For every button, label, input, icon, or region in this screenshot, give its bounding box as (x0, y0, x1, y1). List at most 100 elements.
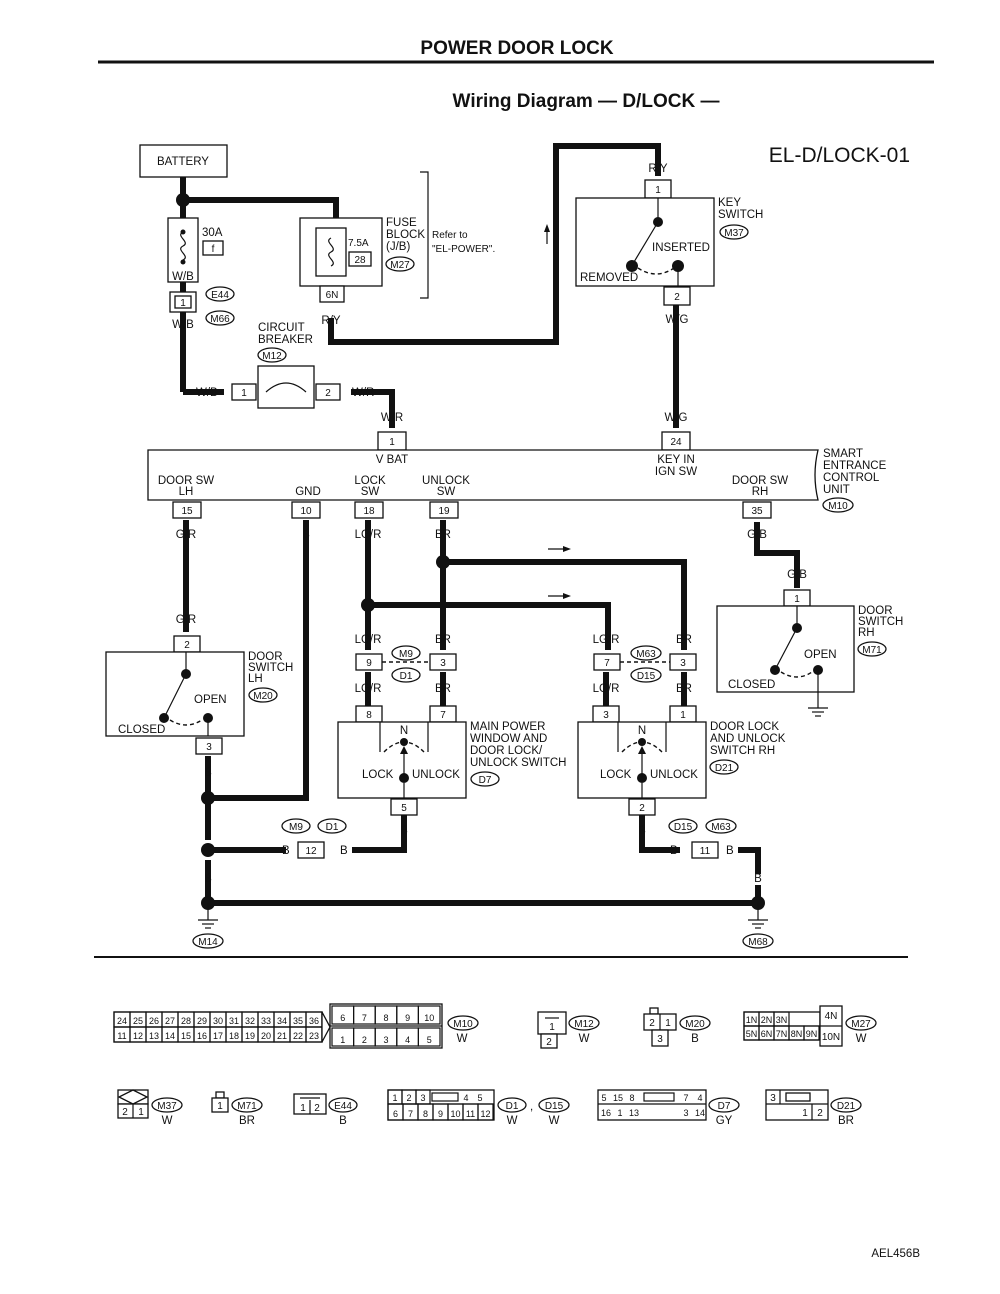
svg-text:OPEN: OPEN (194, 694, 227, 706)
junction-dots (176, 193, 765, 910)
svg-text:LG/R: LG/R (593, 634, 620, 646)
legend-pin: 2 (406, 1093, 411, 1103)
legend-pin: 4 (697, 1093, 702, 1103)
legend-latch (643, 1092, 675, 1102)
legend-pin: 14 (165, 1031, 175, 1041)
svg-text:E44: E44 (334, 1101, 352, 1112)
legend-pin: 12 (133, 1031, 143, 1041)
svg-text:B: B (670, 845, 678, 857)
svg-text:11: 11 (700, 846, 711, 857)
svg-text:B: B (726, 845, 734, 857)
svg-text:MAIN POWER: MAIN POWER (470, 721, 545, 733)
connector-m37-label: M37 (724, 228, 744, 239)
svg-text:LOCK: LOCK (362, 769, 394, 781)
svg-text:2: 2 (314, 1103, 320, 1114)
fuse-30a: 30A f (167, 217, 224, 283)
svg-text:UNLOCK: UNLOCK (422, 475, 470, 487)
svg-text:W: W (579, 1033, 590, 1045)
wires (180, 143, 800, 906)
svg-text:OPEN: OPEN (804, 649, 837, 661)
svg-text:W/R: W/R (352, 387, 374, 399)
svg-text:DOOR LOCK: DOOR LOCK (710, 721, 779, 733)
connector-m66-label: M66 (210, 314, 230, 325)
svg-text:LOCK: LOCK (600, 769, 632, 781)
diagram-code: EL-D/LOCK-01 (769, 144, 910, 167)
legend-pin: 16 (197, 1031, 207, 1041)
svg-text:M63: M63 (711, 822, 731, 833)
legend-pin: 21 (277, 1031, 287, 1041)
svg-text:DOOR LOCK/: DOOR LOCK/ (470, 745, 543, 757)
svg-text:ENTRANCE: ENTRANCE (823, 460, 887, 472)
legend-e44: 1 2 E44 B (293, 1093, 358, 1127)
svg-text:UNLOCK SWITCH: UNLOCK SWITCH (470, 757, 566, 769)
svg-text:BR: BR (435, 683, 451, 695)
legend-pin: 9N (806, 1029, 818, 1039)
legend-pin: 20 (261, 1031, 271, 1041)
legend-pin: 14 (695, 1108, 705, 1118)
legend-pin: 26 (149, 1016, 159, 1026)
legend-pin: 31 (229, 1016, 239, 1026)
battery-label: BATTERY (157, 156, 209, 168)
legend-m20: 2 1 3 M20 B (643, 1007, 711, 1047)
legend-pin: 13 (629, 1108, 639, 1118)
svg-text:3: 3 (206, 742, 212, 753)
wire-wb-1: W/B (172, 271, 194, 283)
legend-pin: 3 (683, 1108, 688, 1118)
legend-pin: 5 (477, 1093, 482, 1103)
refer-text-2: "EL-POWER". (432, 244, 495, 255)
svg-text:BR: BR (435, 634, 451, 646)
svg-text:M9: M9 (399, 649, 413, 660)
svg-text:4N: 4N (825, 1011, 838, 1022)
door-lock-switch-rh: LG/R BR 7 3 M63 D15 LG/R BR 3 1 N LOCK U… (577, 634, 786, 837)
svg-text:B: B (340, 845, 348, 857)
svg-text:D7: D7 (718, 1101, 731, 1112)
legend-pin: 3 (383, 1035, 388, 1045)
legend-m12: 1 2 M12 W (537, 1011, 600, 1049)
svg-text:FUSE: FUSE (386, 217, 417, 229)
svg-text:B: B (204, 767, 212, 779)
svg-text:7: 7 (604, 658, 610, 669)
ground-section: M9 D1 B 12 B D15 M63 B 11 B B B M14 M68 (192, 818, 774, 949)
svg-text:7.5A: 7.5A (348, 238, 369, 249)
connector-m27-label: M27 (390, 260, 410, 271)
fuse-terminal: 6N (326, 290, 339, 301)
svg-text:9: 9 (366, 658, 372, 669)
svg-text:D1: D1 (326, 822, 339, 833)
circuit-breaker: CIRCUIT BREAKER M12 W/B 1 2 W/R (196, 322, 374, 409)
svg-text:12: 12 (305, 846, 317, 857)
svg-text:G/R: G/R (176, 614, 196, 626)
svg-text:B: B (204, 873, 212, 885)
door-switch-rh: G/B 1 OPEN CLOSED DOOR SWITCH RH M71 (716, 569, 903, 717)
svg-text:R/Y: R/Y (648, 163, 668, 175)
svg-text:W/R: W/R (381, 412, 403, 424)
svg-text:WINDOW AND: WINDOW AND (470, 733, 547, 745)
svg-text:D15: D15 (545, 1101, 564, 1112)
svg-text:24: 24 (670, 437, 682, 448)
svg-text:B: B (302, 529, 310, 541)
legend-pin: 24 (117, 1016, 127, 1026)
legend-pin: 15 (613, 1093, 623, 1103)
svg-text:LG/R: LG/R (355, 634, 382, 646)
svg-text:1: 1 (665, 1018, 671, 1029)
svg-text:3: 3 (770, 1093, 776, 1104)
svg-text:SMART: SMART (823, 448, 863, 460)
svg-text:1: 1 (680, 710, 686, 721)
svg-text:DOOR SW: DOOR SW (158, 475, 214, 487)
ground-m68-label: M68 (748, 937, 768, 948)
legend-latch (431, 1092, 459, 1102)
connector-e44-label: E44 (211, 290, 229, 301)
svg-text:M12: M12 (574, 1019, 594, 1030)
legend-pin: 1 (340, 1035, 345, 1045)
legend-pin: 11 (117, 1031, 126, 1041)
connector-m12-label: M12 (262, 351, 282, 362)
svg-text:BR: BR (676, 634, 692, 646)
main-power-window-switch: LG/R BR 9 3 M9 D1 LG/R BR 8 7 N LOCK UNL… (337, 634, 566, 837)
svg-text:D15: D15 (674, 822, 693, 833)
legend-m37: 2 1 M37 W (117, 1089, 183, 1127)
svg-text:D21: D21 (837, 1101, 856, 1112)
svg-text:CIRCUIT: CIRCUIT (258, 322, 305, 334)
legend-d21: 3 1 2 D21 BR (765, 1089, 862, 1127)
legend-pin: 12 (480, 1109, 490, 1119)
